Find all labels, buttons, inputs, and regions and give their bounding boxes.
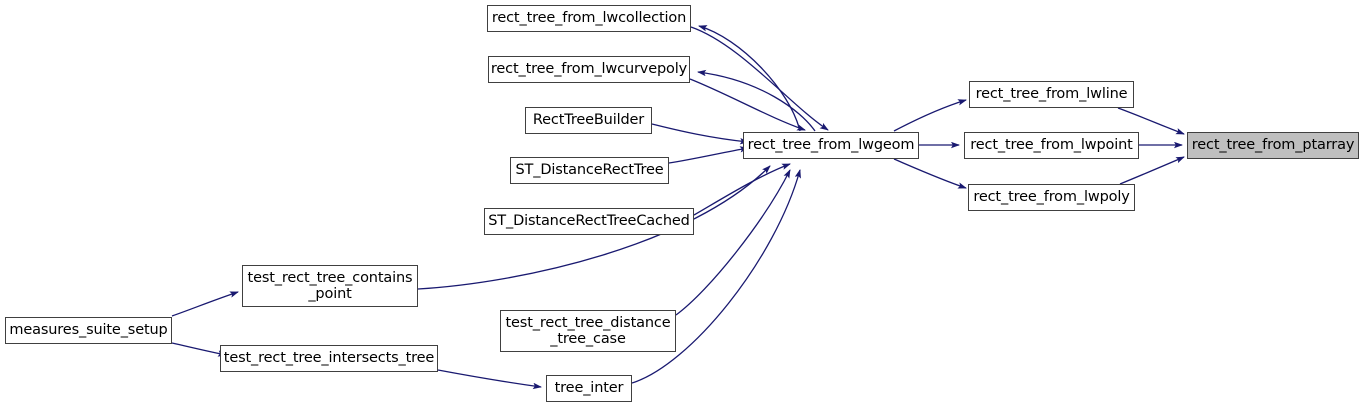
edge-lwline-to-ptarray [1117, 107, 1185, 135]
edge-lwgeom-to-lwcollection [698, 25, 801, 132]
graph-node-lwcollection[interactable]: rect_tree_from_lwcollection [487, 5, 691, 32]
edge-lwpoly-to-ptarray [1119, 156, 1185, 185]
graph-node-distance_tree_case[interactable]: test_rect_tree_distance _tree_case [500, 310, 676, 352]
edge-recttreebuilder-to-lwgeom [651, 123, 749, 145]
edge-lwcollection-to-lwgeom [690, 26, 829, 131]
graph-node-lwpoly[interactable]: rect_tree_from_lwpoly [968, 184, 1135, 211]
graph-node-label: rect_tree_from_ptarray [1191, 137, 1355, 154]
graph-node-label: ST_DistanceRectTreeCached [488, 213, 690, 230]
graph-node-tree_inter[interactable]: tree_inter [546, 375, 632, 402]
graph-node-label: RectTreeBuilder [532, 112, 645, 129]
graph-node-label: tree_inter [554, 380, 624, 397]
edge-lwgeom-to-lwline [893, 99, 967, 132]
graph-node-lwgeom[interactable]: rect_tree_from_lwgeom [743, 132, 919, 159]
graph-node-ptarray[interactable]: rect_tree_from_ptarray [1187, 132, 1359, 159]
graph-node-contains_point[interactable]: test_rect_tree_contains _point [242, 265, 418, 307]
graph-node-label: test_rect_tree_intersects_tree [223, 350, 435, 367]
graph-node-measures_suite_setup[interactable]: measures_suite_setup [5, 317, 172, 344]
edge-distance_tree_case-to-lwgeom [675, 169, 791, 316]
edge-st_distancerecttreecached-to-lwgeom [693, 163, 791, 216]
edge-measures_suite_setup-to-contains_point [171, 291, 239, 317]
graph-node-label: rect_tree_from_lwline [975, 86, 1128, 103]
edge-st_distancerecttree-to-lwgeom [668, 146, 749, 164]
edge-lwgeom-to-lwpoly [893, 158, 967, 189]
edge-intersects_tree-to-tree_inter [437, 369, 542, 390]
graph-node-st_distancerecttree[interactable]: ST_DistanceRectTree [510, 157, 669, 184]
edge-lwcurvepoly-to-lwgeom [689, 78, 806, 131]
graph-node-label: rect_tree_from_lwgeom [747, 137, 915, 154]
edge-measures_suite_setup-to-intersects_tree [171, 342, 227, 357]
graph-node-label: rect_tree_from_lwpoint [970, 137, 1133, 154]
graph-node-label: test_rect_tree_contains _point [247, 269, 413, 302]
graph-node-recttreebuilder[interactable]: RectTreeBuilder [525, 107, 652, 134]
graph-node-lwline[interactable]: rect_tree_from_lwline [969, 81, 1134, 108]
graph-node-label: rect_tree_from_lwcollection [491, 10, 687, 27]
graph-node-lwpoint[interactable]: rect_tree_from_lwpoint [964, 132, 1139, 159]
edge-lwgeom-to-lwcurvepoly [697, 69, 816, 132]
graph-node-label: ST_DistanceRectTree [515, 162, 664, 179]
graph-node-label: rect_tree_from_lwpoly [973, 189, 1130, 206]
graph-node-label: test_rect_tree_distance _tree_case [505, 314, 671, 347]
graph-node-label: measures_suite_setup [9, 322, 168, 339]
graph-node-st_distancerecttreecached[interactable]: ST_DistanceRectTreeCached [484, 208, 694, 235]
graph-node-label: rect_tree_from_lwcurvepoly [490, 61, 688, 78]
graph-node-lwcurvepoly[interactable]: rect_tree_from_lwcurvepoly [488, 56, 690, 83]
graph-node-intersects_tree[interactable]: test_rect_tree_intersects_tree [220, 345, 438, 372]
